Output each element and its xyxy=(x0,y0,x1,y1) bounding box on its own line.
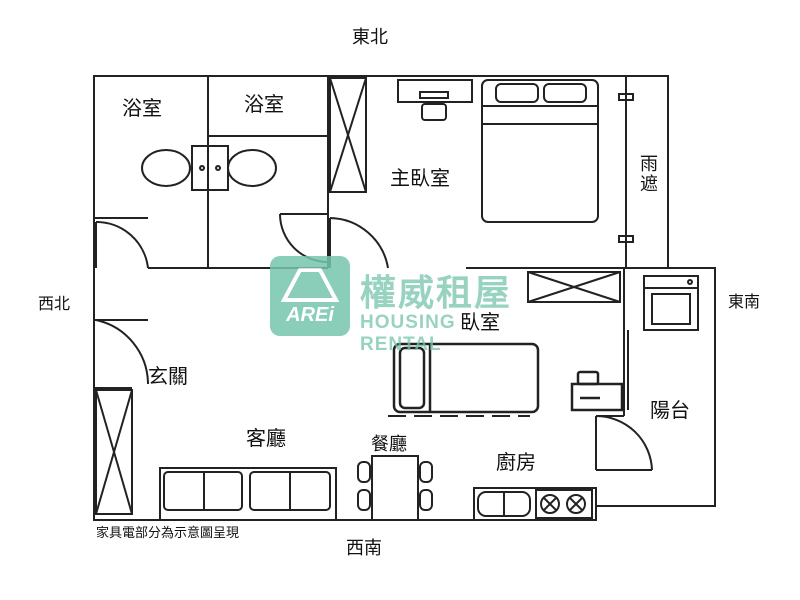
label-dining-room: 餐廳 xyxy=(371,434,407,455)
toilet-tank xyxy=(191,145,229,191)
door-swing xyxy=(329,217,389,269)
house-outline-icon xyxy=(280,268,340,302)
single-bed xyxy=(392,342,540,414)
bedroom-wardrobe xyxy=(527,271,621,303)
stove xyxy=(535,489,593,519)
watermark: AREi 權威租屋 HOUSING RENTAL xyxy=(270,256,530,355)
door-swing xyxy=(95,319,149,385)
label-kitchen: 廚房 xyxy=(496,450,536,474)
arei-logo: AREi xyxy=(270,256,350,336)
compass-north-west: 西北 xyxy=(38,294,71,313)
compass-south-east: 東南 xyxy=(728,292,761,311)
desk xyxy=(397,79,473,103)
wardrobe xyxy=(329,77,367,193)
watermark-name: 權威租屋 xyxy=(360,273,513,314)
label-bathroom-left: 浴室 xyxy=(122,96,162,120)
door-swing xyxy=(595,415,653,471)
compass-north-east: 東北 xyxy=(352,27,388,48)
sofa xyxy=(159,467,337,521)
compass-south-west: 西南 xyxy=(346,538,382,559)
shoe-cabinet xyxy=(95,389,133,515)
label-bathroom-right: 浴室 xyxy=(244,92,284,116)
kitchen-counter xyxy=(473,487,597,521)
double-bed xyxy=(481,79,599,223)
furniture-note: 家具電部分為示意圖呈現 xyxy=(96,526,240,541)
toilet-bowl xyxy=(141,149,191,187)
label-bedroom: 臥室 xyxy=(460,310,500,334)
label-living-room: 客廳 xyxy=(246,426,286,450)
dining-table xyxy=(371,455,419,521)
toilet-bowl xyxy=(227,149,277,187)
desk-chair xyxy=(421,103,447,121)
door-swing xyxy=(279,213,329,263)
label-balcony: 陽台 xyxy=(650,398,690,422)
washing-machine xyxy=(643,275,699,331)
label-entrance: 玄關 xyxy=(148,364,188,388)
logo-text: AREi xyxy=(286,304,334,326)
label-rain-shelter: 雨遮 xyxy=(637,154,658,194)
door-swing xyxy=(95,220,149,269)
watermark-subtitle: HOUSING RENTAL xyxy=(360,312,456,355)
label-master-bedroom: 主臥室 xyxy=(390,166,450,190)
